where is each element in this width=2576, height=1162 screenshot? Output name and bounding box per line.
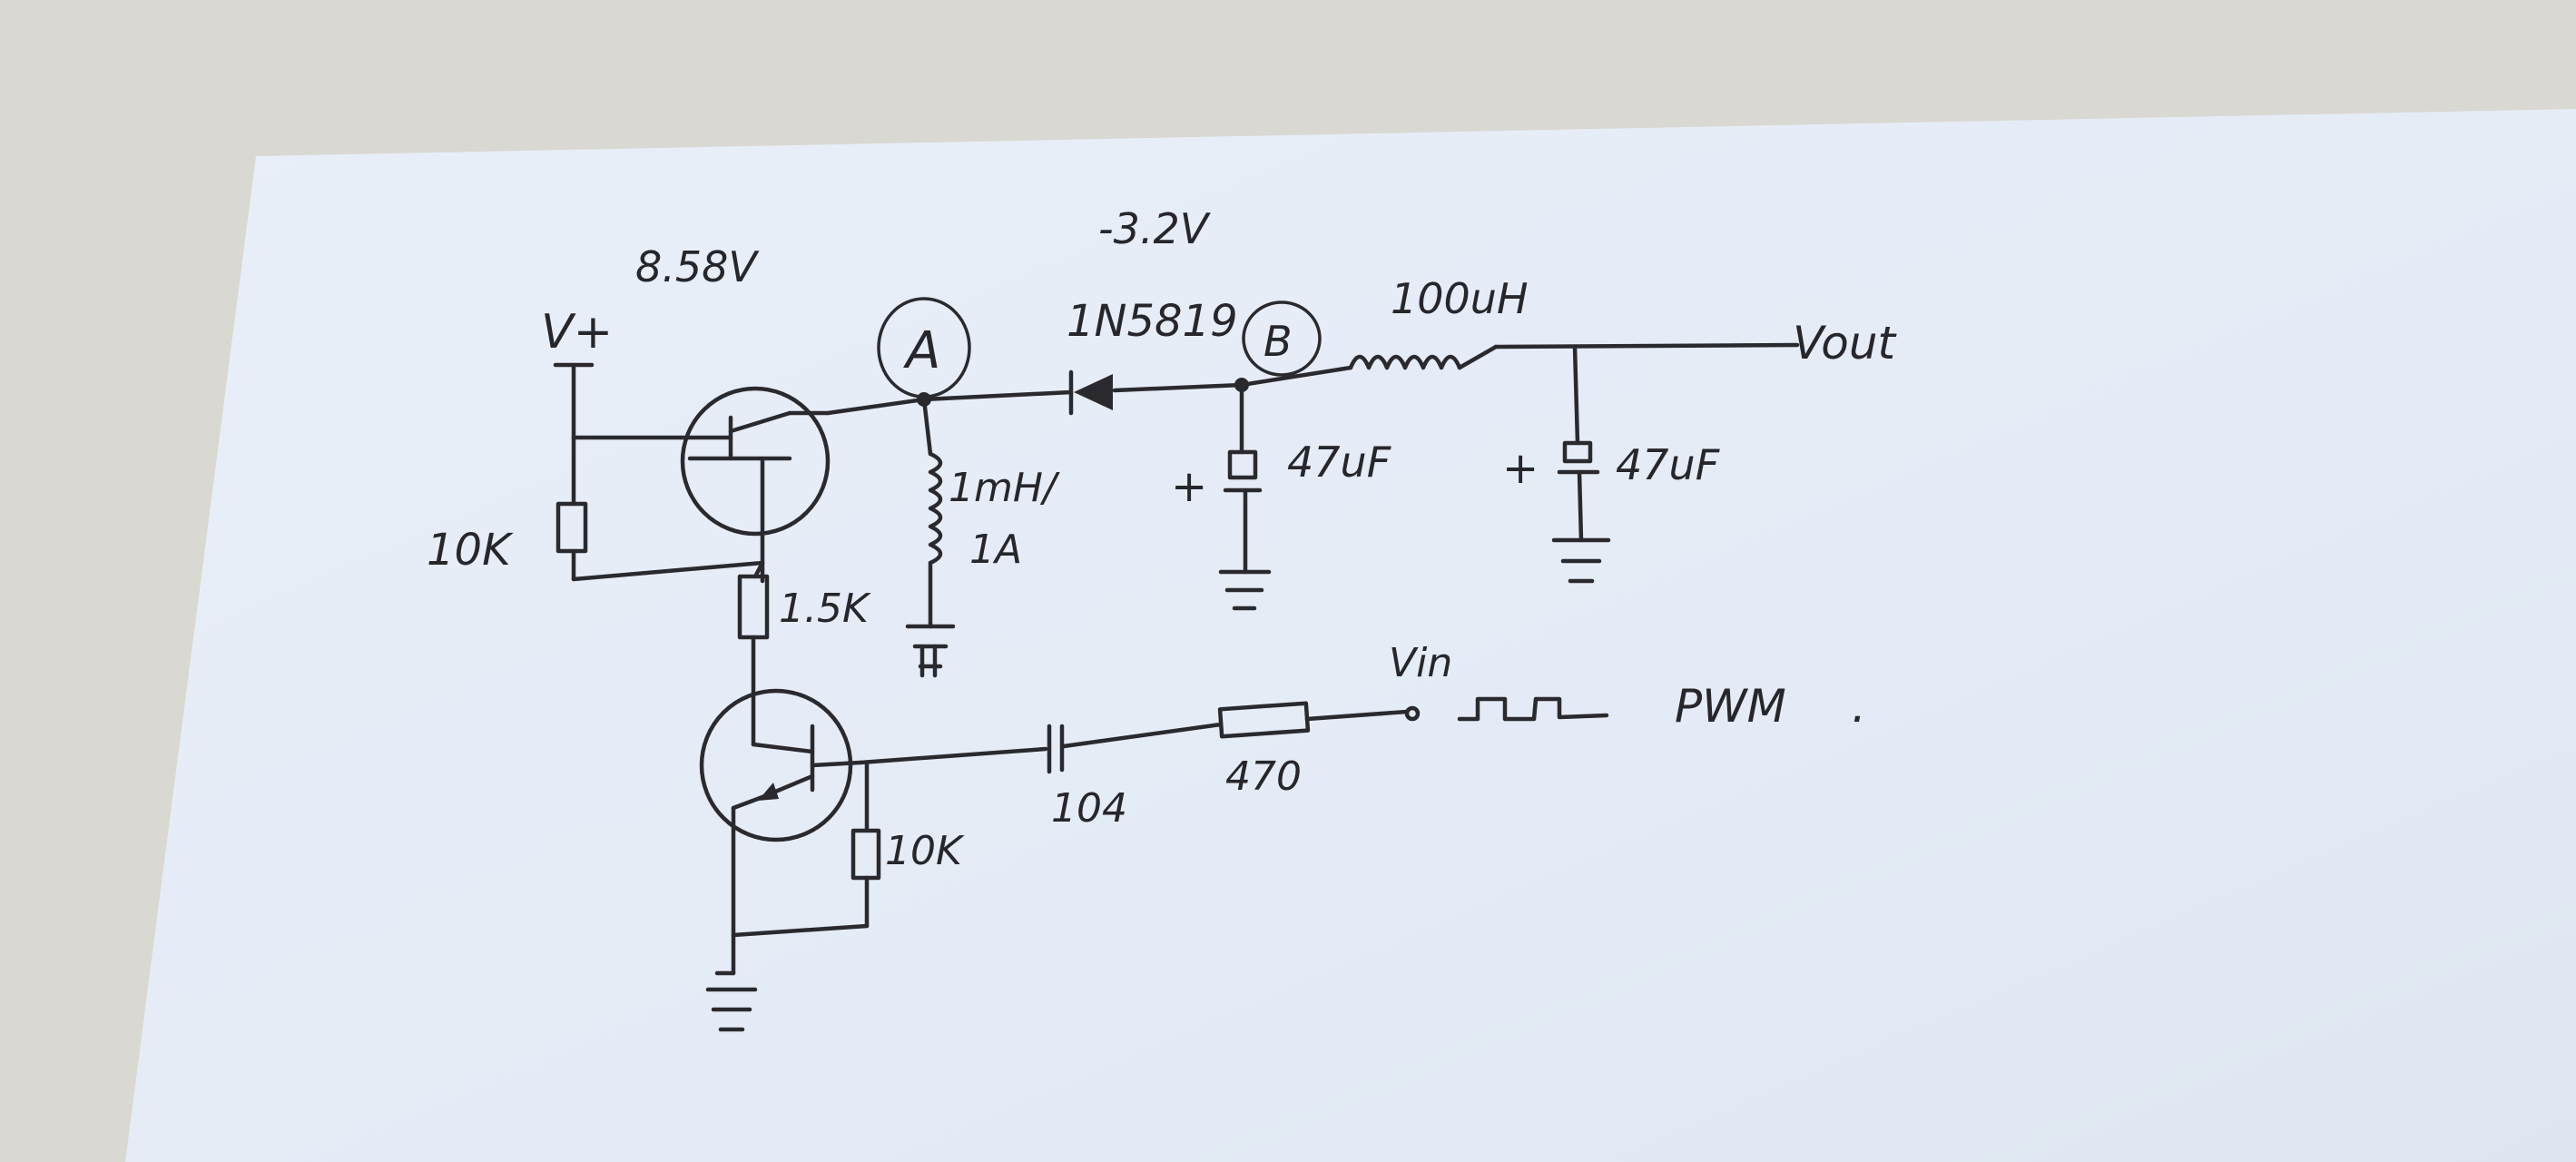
top-rail-wire xyxy=(825,382,1244,416)
ground-symbol-a xyxy=(905,624,956,678)
cap-out-value-label: 47uF xyxy=(1616,440,1720,489)
cap-b-value-label: 47uF xyxy=(1287,438,1391,487)
cap-b-plus-label: + xyxy=(1171,461,1207,512)
capacitor-104 xyxy=(1047,724,1065,774)
pwm-period-mark: . xyxy=(1852,680,1866,733)
r-base-label: 10K xyxy=(885,828,965,874)
node-a-label: A xyxy=(903,321,940,380)
vout-label: Vout xyxy=(1793,317,1898,369)
r-input-470 xyxy=(1217,701,1311,739)
base-drive-wire xyxy=(810,709,1410,768)
r-base-10k xyxy=(731,760,881,938)
r-collector-label: 1.5K xyxy=(779,586,871,632)
diode-voltage-label: -3.2V xyxy=(1098,204,1212,253)
inductor-1mh xyxy=(921,397,943,629)
r-input-label: 470 xyxy=(1225,753,1302,800)
vin-label: Vin xyxy=(1389,640,1452,686)
v-plus-label: V+ xyxy=(541,305,613,359)
ground-symbol-q2 xyxy=(705,970,758,1032)
vin-terminal xyxy=(1404,705,1421,722)
r-collector-1-5k xyxy=(737,560,770,747)
r-top-label: 10K xyxy=(427,525,514,576)
ground-symbol-out xyxy=(1551,537,1611,584)
v-plus-voltage-label: 8.58V xyxy=(635,242,760,291)
inductor-1mh-current-label: 1A xyxy=(969,527,1022,573)
node-b-label: B xyxy=(1263,317,1293,366)
inductor-100uh xyxy=(1239,342,1800,388)
diode-label: 1N5819 xyxy=(1067,296,1238,347)
cap-104-label: 104 xyxy=(1051,785,1127,832)
ground-symbol-b xyxy=(1218,569,1272,611)
inductor-1mh-label: 1mH/ xyxy=(949,465,1060,511)
capacitor-47uf-b xyxy=(1223,382,1263,575)
inductor-100uh-label: 100uH xyxy=(1391,274,1529,323)
transistor-q1 xyxy=(678,386,831,584)
diode-1n5819 xyxy=(1068,369,1113,416)
r-top-10k-wires xyxy=(556,435,765,582)
transistor-q2 xyxy=(699,688,853,976)
pwm-label: PWM xyxy=(1675,680,1786,733)
pwm-waveform xyxy=(1457,696,1609,722)
cap-out-plus-label: + xyxy=(1502,443,1539,494)
paper-sheet xyxy=(125,109,2576,1162)
capacitor-47uf-out xyxy=(1557,344,1600,543)
v-plus-terminal xyxy=(553,362,595,440)
